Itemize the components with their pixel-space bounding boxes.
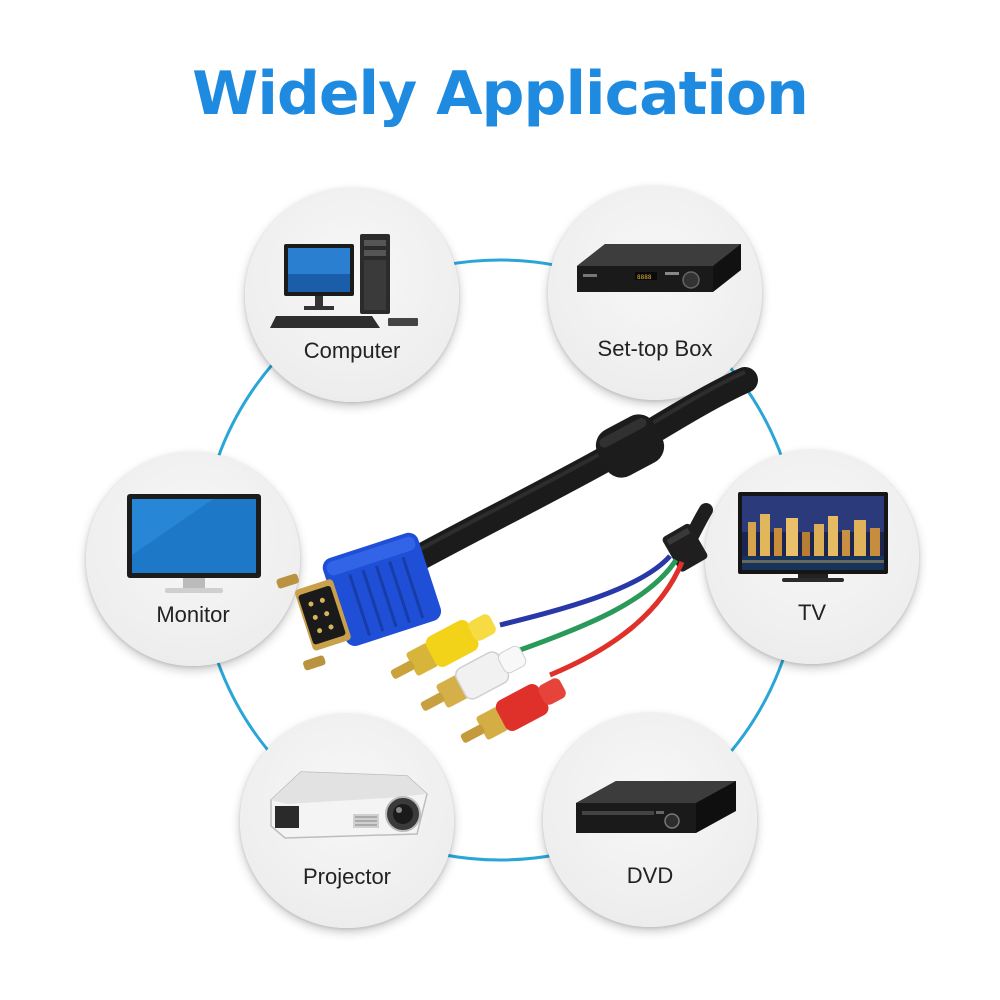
tv-icon (738, 492, 888, 582)
device-label-monitor: Monitor (156, 602, 230, 627)
device-label-computer: Computer (303, 338, 401, 363)
device-label-projector: Projector (302, 864, 392, 889)
device-tv: TV (705, 450, 919, 664)
device-set-top-box: 8888 Set-top Box (548, 186, 762, 400)
device-monitor: Monitor (86, 452, 300, 666)
svg-text:8888: 8888 (637, 274, 652, 281)
device-projector: Projector (240, 714, 454, 928)
computer-icon (270, 234, 418, 328)
device-label-set-top-box: Set-top Box (597, 336, 713, 361)
page-title: Widely Application (192, 59, 809, 129)
projector-icon (270, 771, 428, 839)
device-computer: Computer (245, 188, 459, 402)
device-label-tv: TV (797, 600, 827, 625)
monitor-icon (127, 494, 261, 593)
device-label-dvd: DVD (626, 863, 674, 888)
dvd-icon (576, 781, 736, 833)
set-top-box-icon: 8888 (577, 244, 741, 292)
device-dvd: DVD (543, 713, 757, 927)
